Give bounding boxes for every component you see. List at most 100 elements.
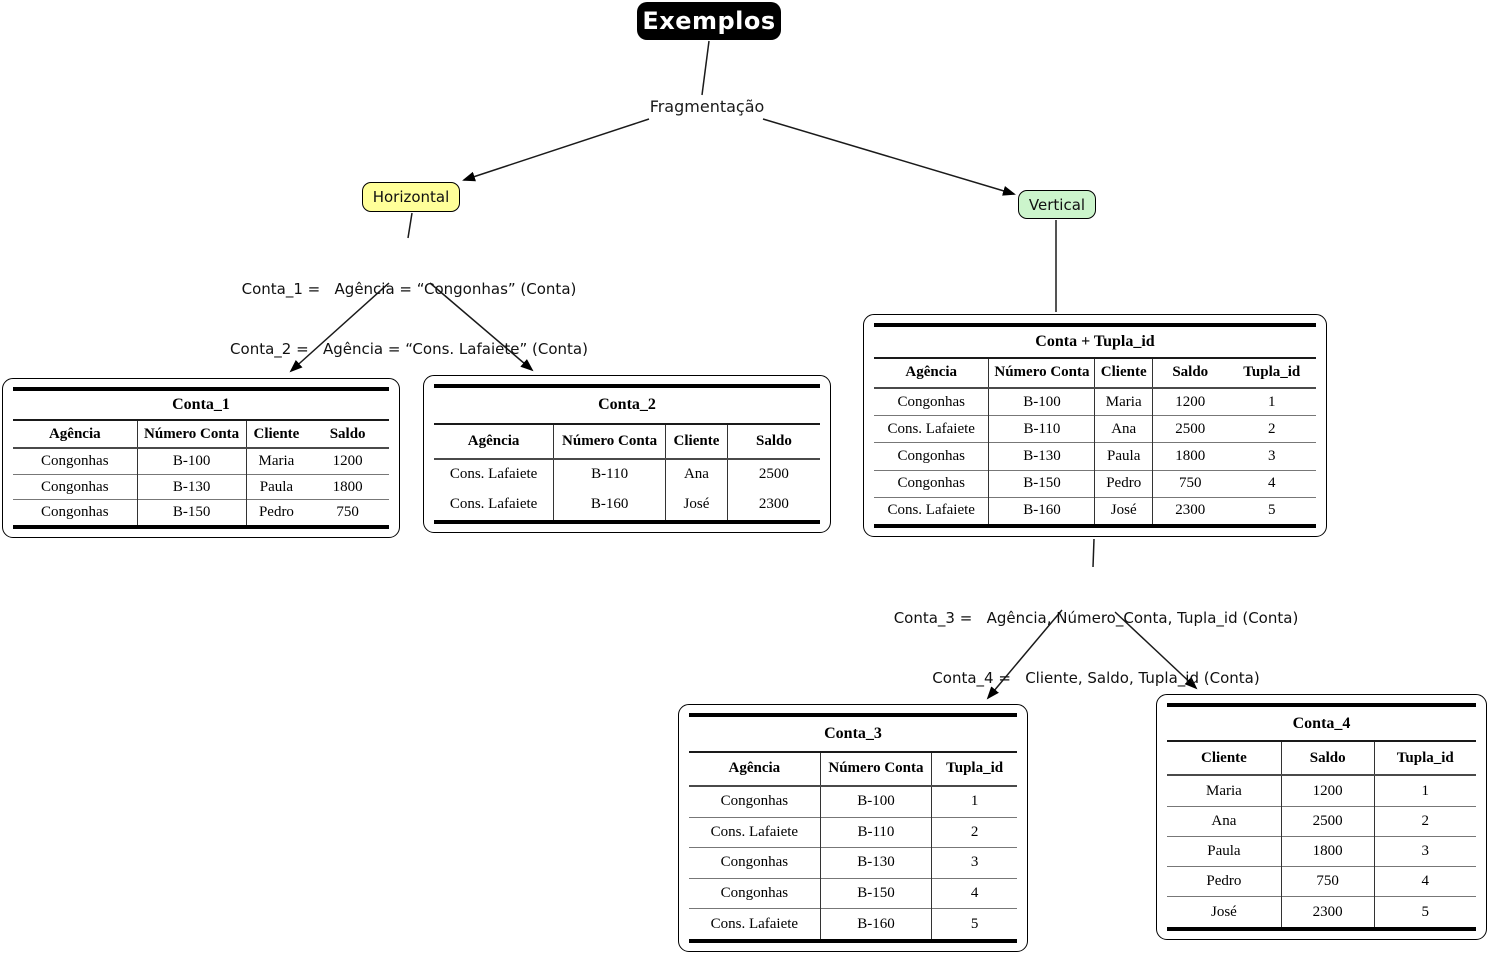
column-header: Saldo (1151, 357, 1228, 390)
table-cell: José (1094, 496, 1153, 526)
table-cell: 750 (1280, 866, 1375, 897)
column-header: Tupla_id (931, 751, 1017, 788)
table-cell: 2500 (1151, 415, 1228, 443)
table-cell: B-100 (136, 448, 247, 475)
column-header: Número Conta (136, 419, 247, 450)
fragmentacao-label: Fragmentação (649, 97, 765, 116)
table-cell: 1800 (306, 473, 389, 500)
table-cell: B-130 (819, 847, 932, 879)
column-header: Agência (874, 357, 989, 390)
table-cell: Congonhas (13, 499, 138, 527)
table-cell: Congonhas (13, 473, 138, 500)
table-cell: B-160 (988, 496, 1095, 526)
table-cell: Congonhas (720, 793, 789, 810)
table-title: Conta + Tupla_id (874, 325, 1316, 359)
table-cell: 2500 (726, 458, 820, 490)
table-cell: Cons. Lafaiete (689, 908, 821, 941)
table-cell: Ana (665, 458, 728, 490)
column-header: Agência (689, 751, 821, 788)
table-cell: 1800 (1280, 835, 1375, 867)
table-cell: 5 (931, 908, 1017, 941)
table-cell: Pedro (1167, 866, 1282, 897)
column-header: Agência (434, 423, 554, 460)
table-cell: 2 (1373, 805, 1476, 837)
table-cell: Congonhas (874, 442, 989, 471)
vertical-branch-node: Vertical (1018, 190, 1096, 219)
table-cell: 4 (1373, 866, 1476, 897)
table-cell: 2300 (726, 489, 820, 522)
table-cell: B-130 (136, 473, 247, 500)
table-cell: Paula (245, 473, 307, 500)
column-header: Cliente (1167, 741, 1282, 777)
table-cell: Congonhas (897, 393, 965, 410)
table-cell: Cons. Lafaiete (874, 496, 989, 526)
arrow-fragmentacao-to-horizontal (462, 118, 650, 182)
table-title: Conta_1 (13, 389, 389, 421)
edge-horizontal-to-rules (407, 212, 413, 239)
table-cell: José (665, 489, 728, 522)
table-cell: B-150 (819, 877, 932, 909)
column-header: Número Conta (988, 357, 1095, 390)
table-cell: 2500 (1280, 805, 1375, 837)
table-cell: 2300 (1151, 496, 1228, 526)
table-cell: 1 (1373, 775, 1476, 807)
table-cell: Cons. Lafaiete (449, 466, 538, 483)
table-cell: 3 (1227, 442, 1316, 471)
table-cell: Paula (1167, 835, 1282, 867)
table-cell: 2300 (1280, 896, 1375, 929)
edge-table-to-rules (1092, 538, 1095, 568)
table-cell: B-110 (819, 816, 932, 848)
table-cell: B-100 (819, 786, 932, 818)
table-cell: B-110 (988, 415, 1095, 443)
table-cell: B-160 (553, 489, 666, 522)
table-cell: 2 (931, 816, 1017, 848)
table-title: Conta_2 (434, 386, 820, 425)
column-header: Agência (13, 419, 138, 450)
horizontal-fragmentation-rules: Conta_1 = Agência = “Congonhas” (Conta) … (179, 239, 639, 399)
table-cell: Maria (1094, 388, 1153, 416)
diagram-title: Exemplos (637, 2, 781, 40)
column-header: Saldo (306, 419, 389, 450)
column-header: Cliente (665, 423, 728, 460)
table-cell: 5 (1373, 896, 1476, 929)
table-cell: Cons. Lafaiete (449, 496, 538, 513)
rule-conta4: Conta_4 = Cliente, Saldo, Tupla_id (Cont… (932, 669, 1260, 687)
column-header: Tupla_id (1227, 357, 1316, 390)
table-title: Conta_4 (1167, 705, 1476, 743)
column-header: Número Conta (553, 423, 666, 460)
table-cell: B-150 (136, 499, 247, 527)
table-cell: Pedro (245, 499, 307, 527)
table-cell: B-110 (553, 458, 666, 490)
table-cell: 5 (1227, 496, 1316, 526)
vertical-fragmentation-rules: Conta_3 = Agência, Número_Conta, Tupla_i… (866, 568, 1326, 728)
table-cell: José (1167, 896, 1282, 929)
table-cell: Cons. Lafaiete (874, 415, 989, 443)
table-cell: 1200 (332, 453, 363, 470)
column-header: Cliente (1094, 357, 1153, 390)
rule-conta1: Conta_1 = Agência = “Congonhas” (Conta) (241, 280, 577, 298)
table-cell: Maria (1206, 782, 1242, 799)
table-cell: Cons. Lafaiete (689, 816, 821, 848)
